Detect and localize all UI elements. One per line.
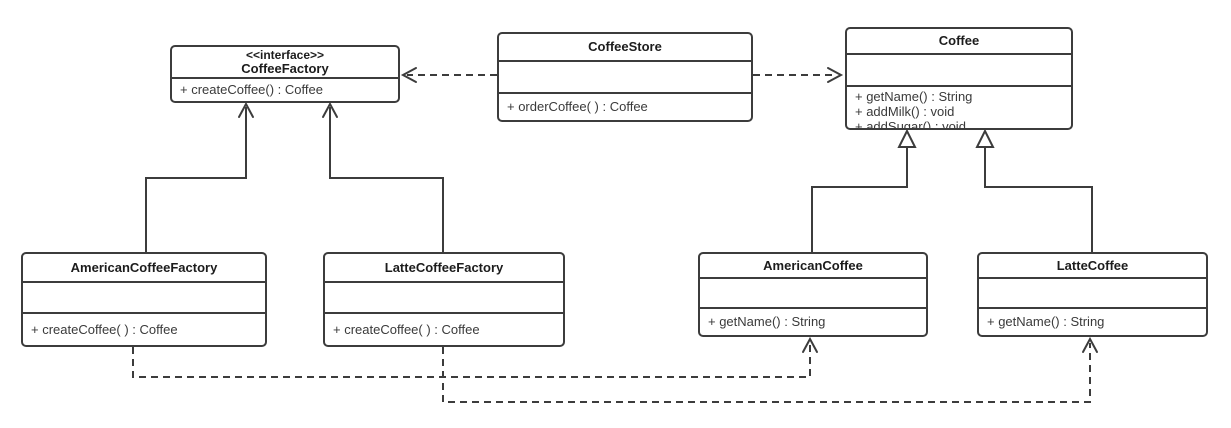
realization-arrow-americancoffeefactory-to-coffeefactory <box>145 101 254 252</box>
class-box-americancoffee: AmericanCoffee + getName() : String <box>698 252 928 337</box>
class-name-label: CoffeeFactory <box>241 61 329 76</box>
class-box-coffeestore: CoffeeStore + orderCoffee( ) : Coffee <box>497 32 753 122</box>
generalization-arrow-americancoffee-to-coffee <box>811 128 917 252</box>
class-name-label: LatteCoffeeFactory <box>384 259 504 275</box>
method-label: + createCoffee() : Coffee <box>180 82 323 97</box>
class-box-lattecoffeefactory: LatteCoffeeFactory + createCoffee( ) : C… <box>323 252 565 347</box>
class-name-label: LatteCoffee <box>1056 257 1129 273</box>
methods-compartment: + createCoffee() : Coffee <box>172 77 398 101</box>
realization-arrow-lattecoffeefactory-to-coffeefactory <box>322 101 444 252</box>
methods-compartment: + getName() : String <box>700 307 926 335</box>
attributes-compartment <box>847 53 1071 85</box>
class-box-coffeefactory: <<interface>> CoffeeFactory + createCoff… <box>170 45 400 103</box>
class-box-americancoffeefactory: AmericanCoffeeFactory + createCoffee( ) … <box>21 252 267 347</box>
method-label: + createCoffee( ) : Coffee <box>31 321 178 337</box>
attributes-compartment <box>979 277 1206 307</box>
attributes-compartment <box>23 281 265 312</box>
class-title-coffeefactory: <<interface>> CoffeeFactory <box>172 47 398 77</box>
class-box-coffee: Coffee + getName() : String + addMilk() … <box>845 27 1073 130</box>
attributes-compartment <box>700 277 926 307</box>
methods-compartment: + getName() : String + addMilk() : void … <box>847 85 1071 128</box>
attributes-compartment <box>499 60 751 92</box>
attributes-compartment <box>325 281 563 312</box>
class-name-label: AmericanCoffee <box>763 257 863 273</box>
class-name-label: Coffee <box>938 33 980 48</box>
generalization-arrow-lattecoffee-to-coffee <box>975 128 1093 252</box>
class-box-lattecoffee: LatteCoffee + getName() : String <box>977 252 1208 337</box>
method-label: + createCoffee( ) : Coffee <box>333 321 480 337</box>
dependency-arrow-lattecoffeefactory-to-lattecoffee <box>442 336 1098 403</box>
class-title-coffee: Coffee <box>847 29 1071 53</box>
dependency-arrow-coffeestore-to-coffee <box>753 67 844 83</box>
method-label: + getName() : String <box>855 89 973 104</box>
class-title-americancoffee: AmericanCoffee <box>700 254 926 277</box>
methods-compartment: + orderCoffee( ) : Coffee <box>499 92 751 120</box>
methods-compartment: + createCoffee( ) : Coffee <box>325 312 563 345</box>
class-title-americancoffeefactory: AmericanCoffeeFactory <box>23 254 265 281</box>
method-label: + addMilk() : void <box>855 104 955 119</box>
class-title-lattecoffee: LatteCoffee <box>979 254 1206 277</box>
method-label: + getName() : String <box>708 314 826 329</box>
method-label: + getName() : String <box>987 314 1105 329</box>
stereotype-label: <<interface>> <box>245 48 325 62</box>
class-title-coffeestore: CoffeeStore <box>499 34 751 60</box>
method-label: + orderCoffee( ) : Coffee <box>507 99 648 114</box>
dependency-arrow-coffeestore-to-coffeefactory <box>400 67 497 83</box>
class-title-lattecoffeefactory: LatteCoffeeFactory <box>325 254 563 281</box>
method-label: + addSugar() : void <box>855 119 966 128</box>
methods-compartment: + createCoffee( ) : Coffee <box>23 312 265 345</box>
class-name-label: CoffeeStore <box>588 39 662 54</box>
methods-compartment: + getName() : String <box>979 307 1206 335</box>
class-name-label: AmericanCoffeeFactory <box>70 259 218 275</box>
